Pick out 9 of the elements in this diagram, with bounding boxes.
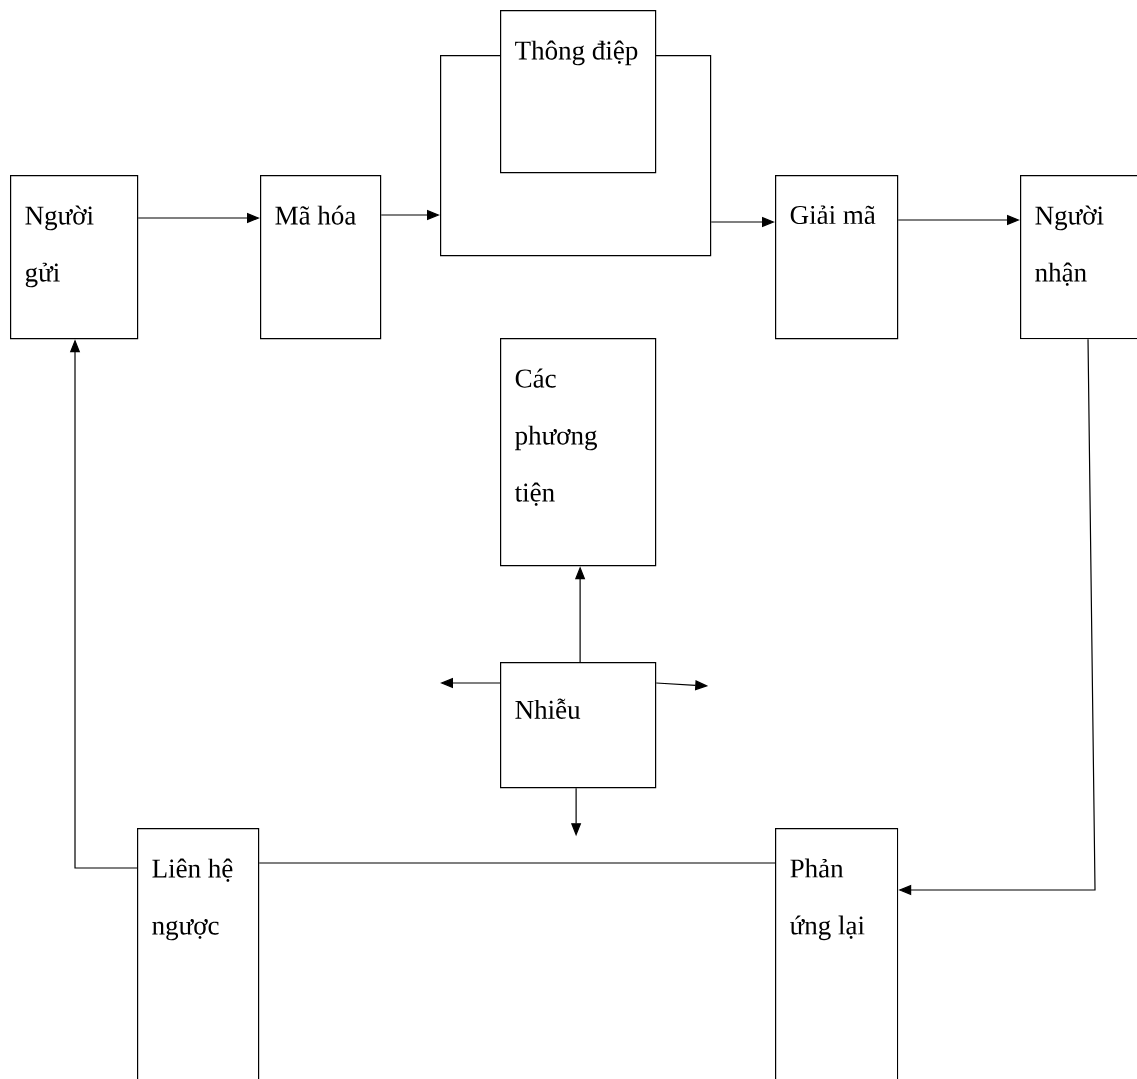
process-box: Mã hóa: [260, 175, 382, 340]
process-box: Giải mã: [775, 175, 899, 340]
process-box: Thông điệp: [500, 10, 657, 174]
process-box: Liên hệ ngược: [137, 828, 260, 1079]
process-box: Các phương tiện: [500, 338, 657, 567]
process-box: Người gửi: [10, 175, 139, 340]
process-box: Người nhận: [1020, 175, 1137, 340]
process-box: Nhiễu: [500, 662, 657, 789]
process-box: Phản ứng lại: [775, 828, 899, 1079]
